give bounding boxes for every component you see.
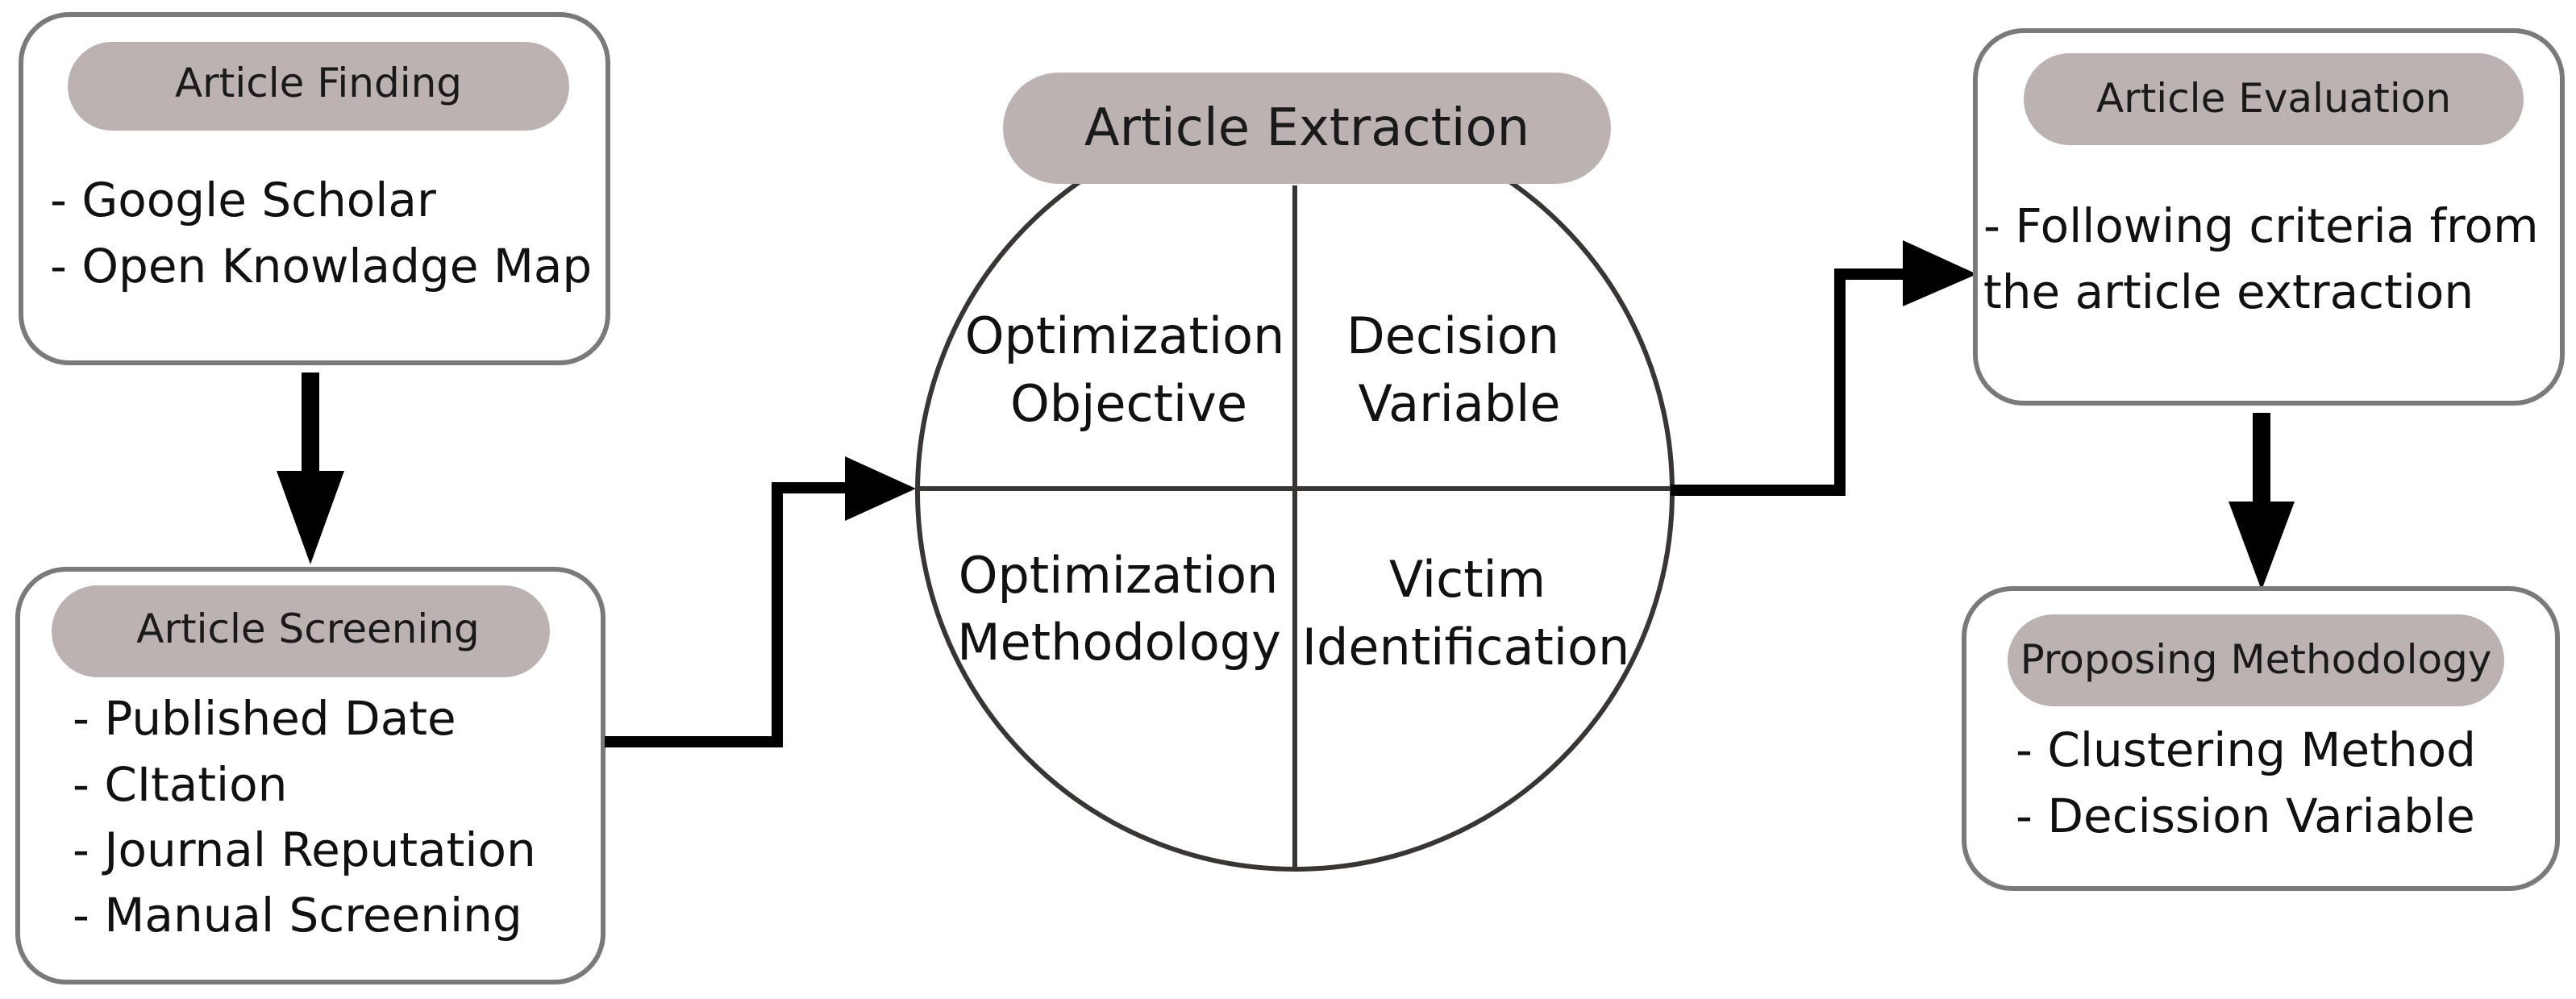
article-evaluation-item: - Following criteria from xyxy=(1983,198,2539,253)
arrow-extraction-to-evaluation xyxy=(1671,240,1977,496)
arrow-head xyxy=(2229,502,2295,590)
article-finding-item: - Open Knowladge Map xyxy=(50,239,592,293)
quadrant-optimization-methodology-line1: Optimization xyxy=(959,546,1279,605)
article-screening-item: - CItation xyxy=(73,757,287,812)
arrow-finding-to-screening xyxy=(277,373,344,564)
article-screening-item: - Published Date xyxy=(73,691,456,746)
arrow-head xyxy=(277,471,344,564)
quadrant-decision-variable-line2: Variable xyxy=(1358,374,1560,433)
arrow-screening-to-extraction xyxy=(605,456,916,747)
arrow-head xyxy=(845,456,916,521)
article-extraction-title: Article Extraction xyxy=(1084,98,1529,158)
article-evaluation-pill xyxy=(2024,53,2524,145)
arrow-shaft xyxy=(2253,413,2270,506)
article-screening-title: Article Screening xyxy=(136,606,480,652)
quadrant-victim-identification-line1: Victim xyxy=(1389,550,1546,609)
article-finding-box: Article Finding - Google Scholar - Open … xyxy=(19,12,610,365)
proposing-methodology-box: Proposing Methodology - Clustering Metho… xyxy=(1962,586,2560,891)
article-extraction-pill xyxy=(1003,73,1611,184)
arrow-shaft xyxy=(302,373,319,476)
article-extraction-group: Article Extraction Optimization Objectiv… xyxy=(915,73,1675,872)
proposing-methodology-pill xyxy=(2008,614,2504,706)
article-finding-title: Article Finding xyxy=(175,60,462,106)
arrow-head xyxy=(1903,240,1977,306)
arrow-line xyxy=(1671,268,1916,496)
arrow-line xyxy=(605,482,855,747)
proposing-methodology-item: - Clustering Method xyxy=(2016,722,2476,777)
quadrant-optimization-objective-line2: Objective xyxy=(1010,374,1247,433)
article-evaluation-title: Article Evaluation xyxy=(2096,75,2451,122)
article-finding-pill xyxy=(68,42,569,131)
article-evaluation-box: Article Evaluation - Following criteria … xyxy=(1973,28,2565,406)
article-screening-item: - Manual Screening xyxy=(73,888,522,943)
article-screening-pill xyxy=(52,585,550,677)
quadrant-optimization-methodology-line2: Methodology xyxy=(957,613,1281,672)
article-screening-item: - Journal Reputation xyxy=(73,822,536,877)
arrow-evaluation-to-proposing xyxy=(2229,413,2295,590)
quadrant-victim-identification-line2: Identification xyxy=(1302,618,1630,676)
proposing-methodology-title: Proposing Methodology xyxy=(2020,636,2492,683)
proposing-methodology-item: - Decission Variable xyxy=(2016,789,2475,843)
article-finding-item: - Google Scholar xyxy=(50,173,436,227)
quadrant-optimization-objective-line1: Optimization xyxy=(965,306,1285,365)
quadrant-decision-variable-line1: Decision xyxy=(1346,306,1559,365)
article-screening-box: Article Screening - Published Date - CIt… xyxy=(15,567,606,984)
article-evaluation-item: the article extraction xyxy=(1983,264,2474,319)
